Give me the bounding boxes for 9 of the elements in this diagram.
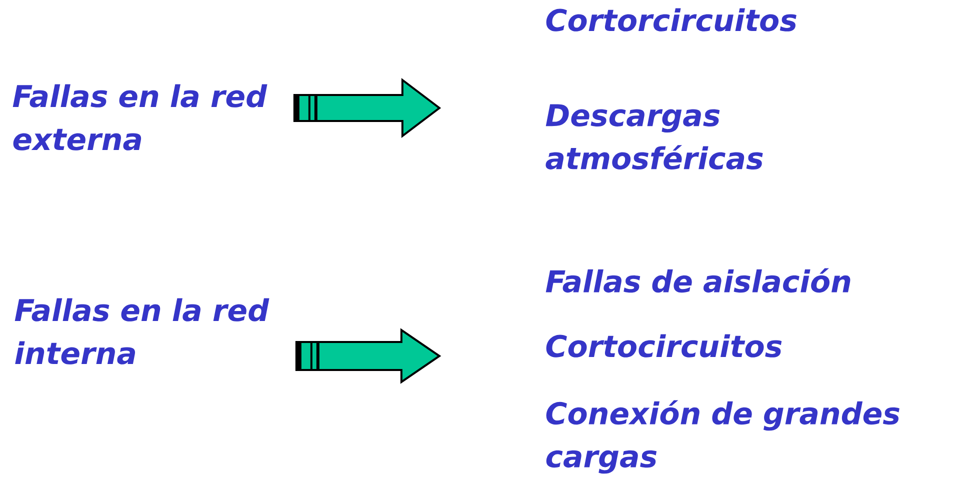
text-label: Descargas atmosféricas	[546, 104, 763, 170]
block-arrow	[293, 78, 442, 138]
text-label: Cortocircuitos	[546, 334, 782, 358]
block-arrow	[295, 328, 442, 384]
text-label: Fallas en la red externa	[12, 84, 268, 150]
text-label: Fallas en la red interna	[14, 298, 270, 364]
text-label: Cortorcircuitos	[546, 8, 796, 32]
text-label: Conexión de grandes cargas	[546, 400, 900, 474]
text-label: Fallas de aislación	[546, 268, 850, 293]
